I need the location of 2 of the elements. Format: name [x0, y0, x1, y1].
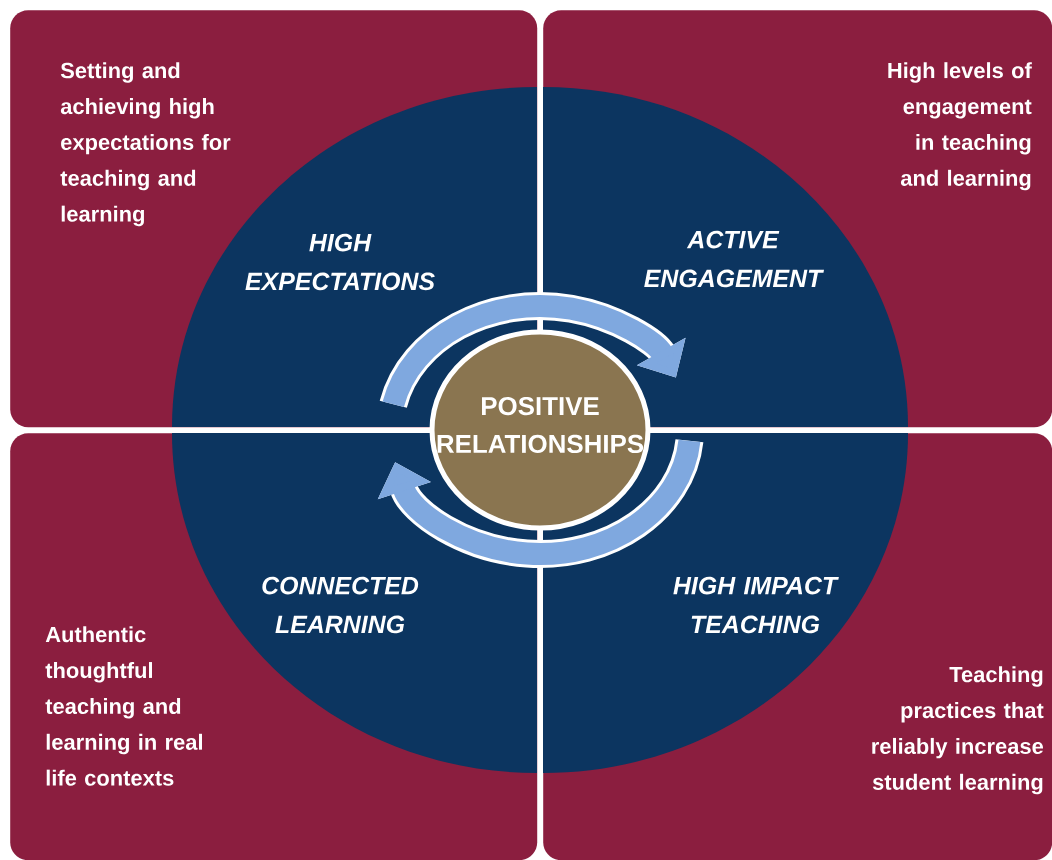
- curved-arrow: [377, 438, 701, 565]
- curved-arrow: [382, 295, 686, 408]
